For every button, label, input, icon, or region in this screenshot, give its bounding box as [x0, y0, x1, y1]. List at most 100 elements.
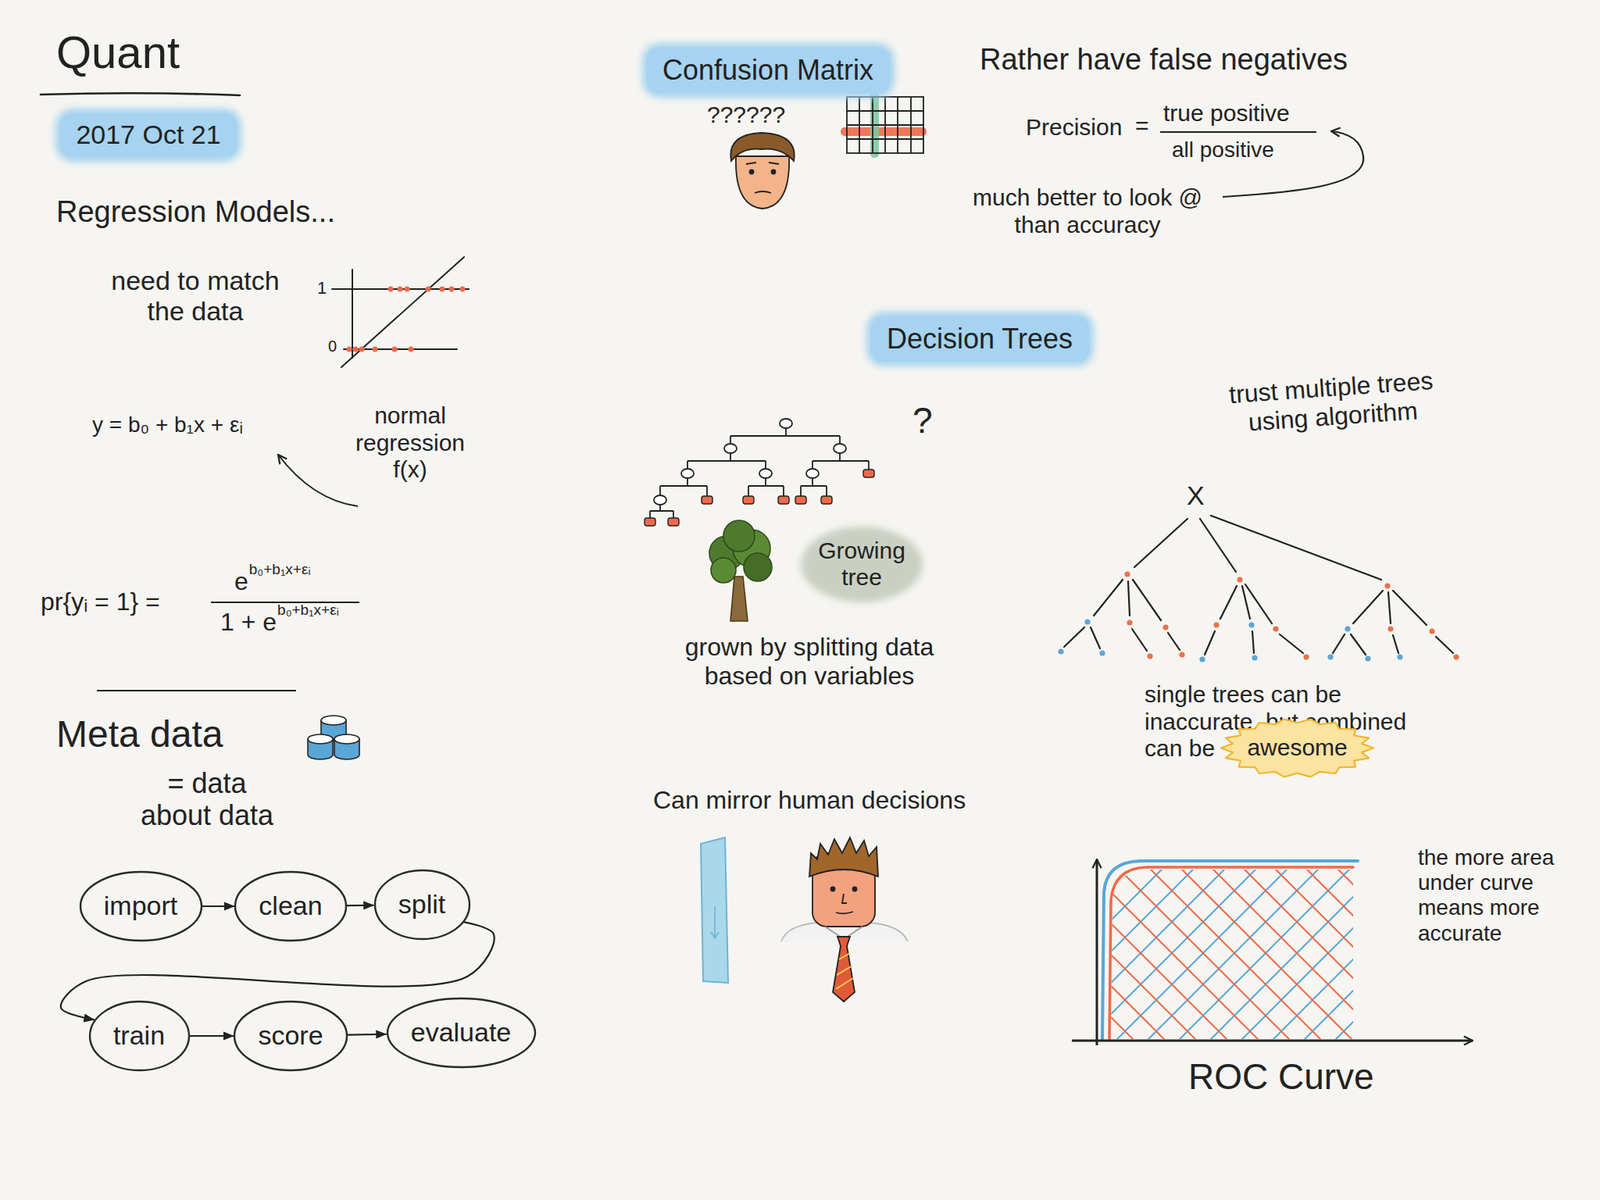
tree-dots [1199, 656, 1205, 662]
process-ellipse: import [78, 870, 204, 943]
formula-text: y = b₀ + b₁x + εᵢ [92, 412, 243, 438]
heading-band: Confusion Matrix [646, 47, 890, 93]
tree-dots [1327, 653, 1333, 660]
date-band: 2017 Oct 21 [60, 113, 237, 158]
confusion-grid [846, 96, 924, 154]
tree-dots [1099, 650, 1105, 656]
decision-tree-sketch [644, 517, 656, 526]
ensemble-tree [1064, 515, 1454, 655]
roc-chart [1071, 1039, 1473, 1043]
node-label: import [103, 890, 178, 922]
note-text: = data about data [132, 767, 282, 833]
node-text-group: clean [258, 890, 322, 922]
database-icon [334, 734, 360, 744]
tree-dots [1384, 582, 1390, 589]
formula-text: e [234, 567, 249, 597]
confusion-grid [846, 96, 924, 154]
node-text-group: awesome [1246, 734, 1347, 762]
tree-dots [1236, 576, 1243, 583]
tree-dots [1057, 648, 1064, 654]
data-points [408, 346, 415, 353]
flow-arrow [60, 921, 495, 1020]
person-sketch [832, 936, 855, 1002]
tree-dots [1178, 651, 1185, 658]
data-points [346, 346, 353, 353]
logistic-sketch [351, 269, 354, 358]
process-ellipse: score [232, 1000, 349, 1072]
ellipse-outline [89, 1001, 190, 1071]
node-text-group: 2017 Oct 21 [75, 119, 221, 150]
question-mark: ? [912, 400, 933, 442]
person-sketch [781, 837, 908, 1002]
section-divider [96, 689, 297, 692]
roc-chart [1101, 859, 1360, 1043]
ensemble-tree [1220, 584, 1272, 624]
data-points [460, 286, 466, 293]
blob-fill [800, 526, 923, 603]
data-points [439, 286, 446, 293]
ensemble-tree [1353, 590, 1427, 625]
node-text-group: Decision Trees [886, 322, 1073, 355]
tree-dots [1251, 654, 1258, 661]
note-text: much better to look @ than accuracy [954, 184, 1221, 239]
decision-tree-sketch [681, 468, 694, 479]
node-text-group: score [257, 1020, 323, 1051]
decision-tree-sketch [701, 496, 713, 504]
note-text: need to match the data [93, 265, 297, 327]
data-points [372, 346, 379, 353]
tree-dots [1084, 618, 1090, 625]
node-label: Confusion Matrix [662, 53, 874, 86]
data-points [359, 346, 365, 353]
person-sketch [835, 893, 854, 914]
person-sketch [831, 887, 836, 892]
note-text: normal regression f(x) [343, 402, 477, 484]
node-label: score [257, 1020, 323, 1051]
decision-tree-sketch [795, 496, 807, 504]
axis-tick: 0 [328, 337, 337, 356]
confusion-grid [840, 127, 927, 136]
node-label: Growing tree [817, 537, 906, 592]
heading-band: Decision Trees [871, 316, 1090, 362]
ellipse-outline [234, 1001, 347, 1071]
tree-dots [1162, 624, 1168, 630]
flow-arrow [347, 1033, 387, 1036]
note-text: Rather have false negatives [979, 42, 1348, 78]
roc-chart [1101, 859, 1360, 1043]
node-label: evaluate [410, 1017, 512, 1048]
decision-tree-sketch [863, 469, 875, 478]
puzzled-face [746, 162, 779, 193]
decision-tree-sketch [821, 496, 833, 504]
flow-arrow [189, 1035, 235, 1037]
decision-tree-sketch [653, 495, 667, 505]
data-points [353, 346, 359, 353]
formula-text: pr{yᵢ = 1} = [40, 587, 161, 617]
node-label: train [113, 1020, 165, 1051]
formula-text: 1 + e [220, 607, 277, 637]
logistic-sketch [332, 257, 469, 368]
decision-tree-sketch [779, 418, 793, 429]
ensemble-tree [1332, 634, 1454, 655]
node-label: split [398, 889, 446, 920]
confusion-grid [846, 96, 924, 154]
database-icon [307, 715, 360, 760]
ensemble-tree [1064, 627, 1180, 651]
tree-dots [1272, 625, 1279, 632]
root-mark: X [1186, 480, 1205, 511]
mirror-sketch [700, 837, 729, 983]
roc-chart [1101, 859, 1360, 1043]
process-ellipse: split [373, 868, 472, 941]
axis-tick: 1 [317, 278, 327, 298]
tree-dots [1124, 571, 1459, 660]
ensemble-tree [1134, 515, 1382, 580]
roc-chart [1096, 859, 1099, 1046]
process-ellipse: train [88, 1000, 191, 1072]
tree-dots [1146, 653, 1153, 659]
decision-tree-sketch [759, 468, 772, 479]
data-points [392, 346, 398, 353]
note-text: trust multiple trees using algorithm [1201, 364, 1463, 440]
decision-tree-sketch [644, 418, 875, 526]
fraction-bar [1160, 131, 1317, 133]
data-points [388, 286, 394, 293]
puzzled-face [730, 132, 794, 209]
